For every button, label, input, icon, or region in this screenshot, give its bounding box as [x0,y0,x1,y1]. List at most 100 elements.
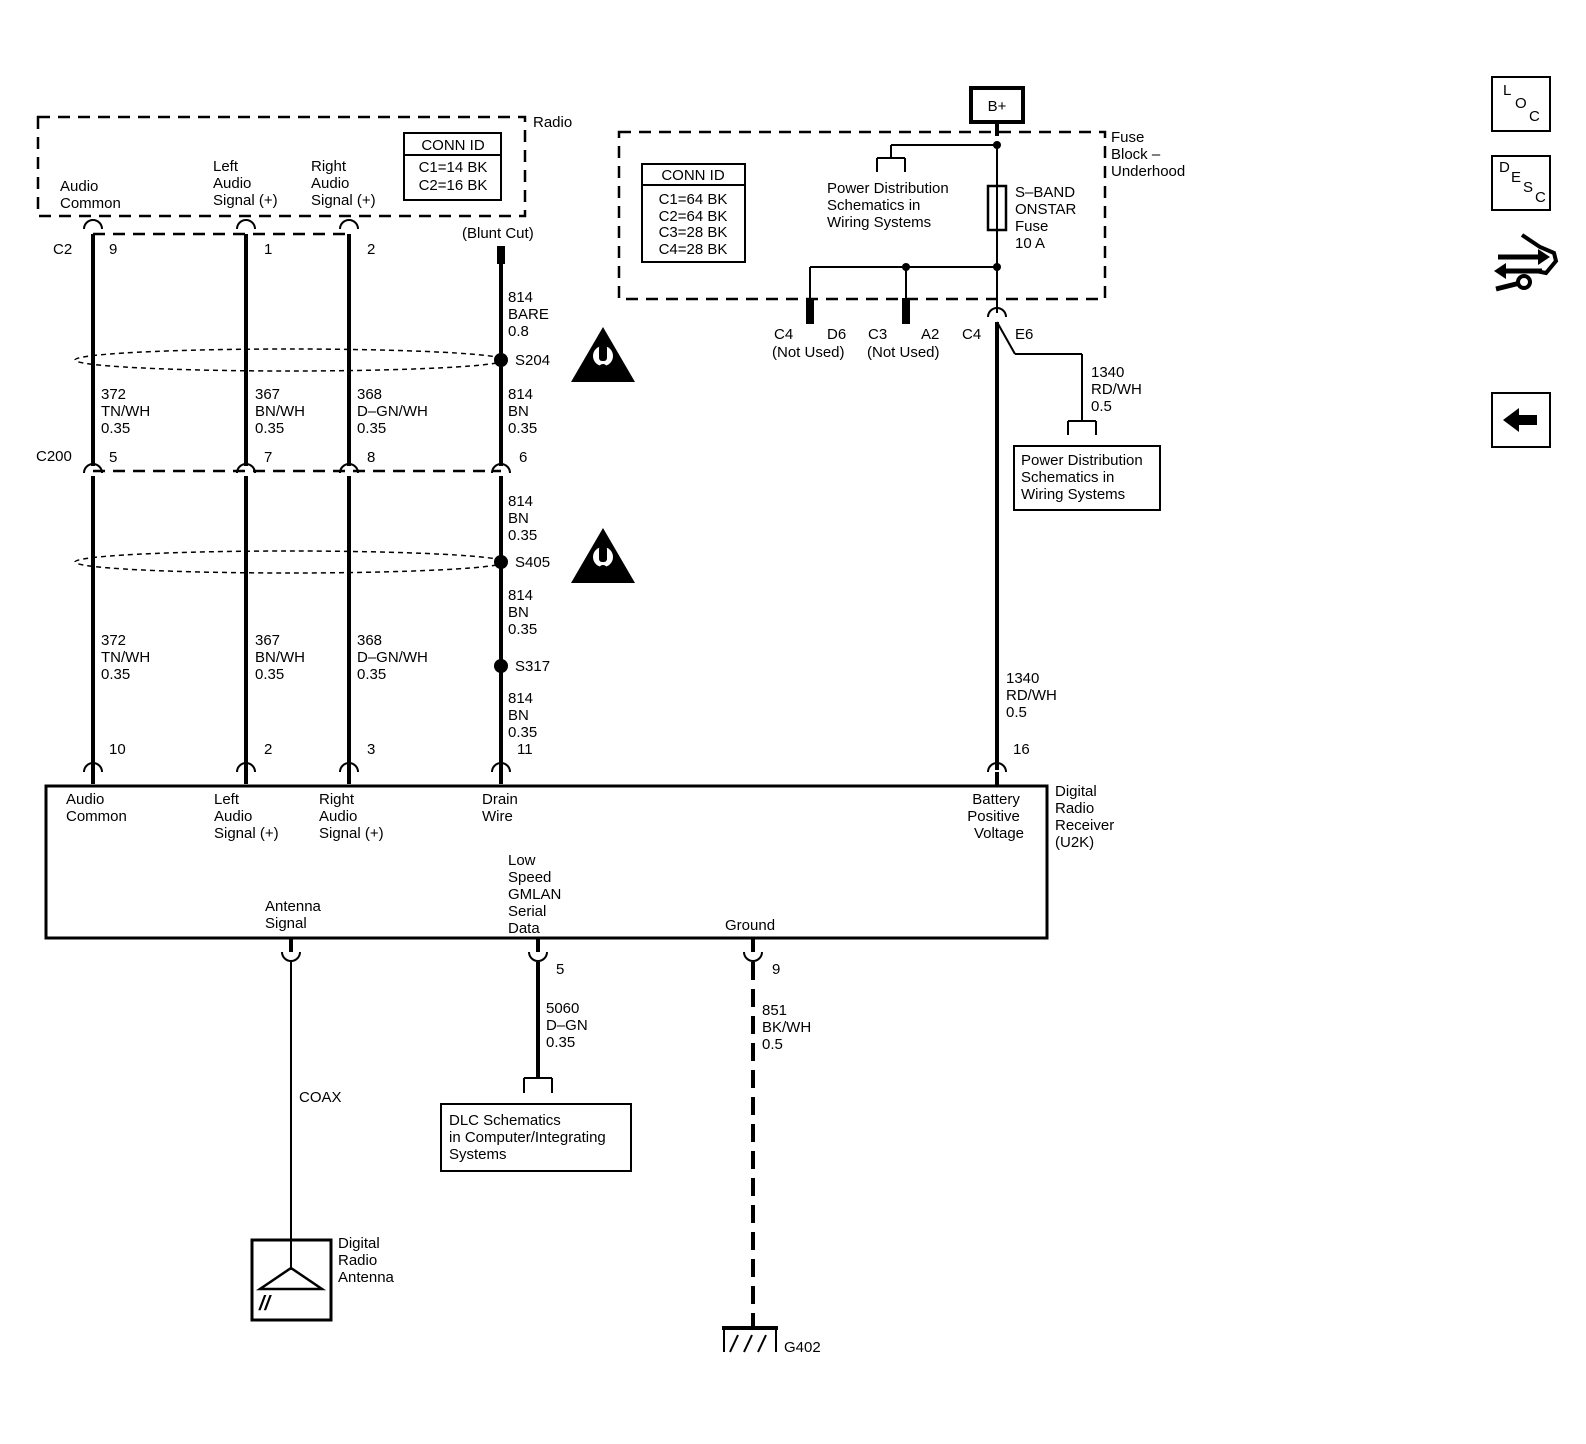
fuse-block-outline [617,130,1107,301]
wire-1340-main-label: 1340 RD/WH 0.5 [1006,670,1061,721]
receiver-label-battery: Battery Positive Voltage [967,791,1024,842]
radio-connector-c2: C2 [53,241,72,258]
loc-letter-l: L [1503,82,1512,99]
wire-372-upper-label: 372 TN/WH 0.35 [101,386,154,437]
c200-pin-8-terminal [339,463,359,474]
fuse-block-conn-id-box [641,163,746,263]
fuse-block-conn-c4: C4=28 BK [659,241,728,258]
receiver-label-ground: Ground [725,917,775,934]
digital-radio-antenna-label: Digital Radio Antenna [338,1235,395,1286]
wire-814-bare-label: 814 BARE 0.8 [508,289,553,340]
svg-text://: // [258,1293,273,1315]
receiver-pin-10-terminal [83,762,103,773]
loc-letter-o: O [1515,95,1527,112]
digital-radio-receiver-box [44,784,1049,940]
splice-s405-label: S405 [515,554,550,571]
radio-pin-9: 9 [109,241,117,258]
receiver-pin-9: 9 [772,961,780,978]
coax-label: COAX [299,1089,342,1106]
loc-letter-c: C [1529,108,1540,125]
radio-label: Radio [533,114,572,131]
receiver-label-right: Right Audio Signal (+) [319,791,384,842]
radio-conn-c2: C2=16 BK [419,177,488,194]
wire-368-upper-label: 368 D–GN/WH 0.35 [357,386,432,437]
wire-368-lower-label: 368 D–GN/WH 0.35 [357,632,432,683]
wire-851-label: 851 BK/WH 0.5 [762,1002,815,1053]
fuse-block-c4-e6-terminal [987,307,1007,318]
radio-pin-audio-common-label: Audio Common [60,178,121,212]
blunt-cut-end [497,246,505,264]
bplus-label: B+ [988,98,1007,115]
splice-s317 [494,659,508,673]
wire-814-lower-c-label: 814 BN 0.35 [508,690,537,741]
receiver-label-left: Left Audio Signal (+) [214,791,279,842]
radio-component-outline [36,115,527,218]
back-button[interactable] [1491,392,1551,448]
radio-pin-1-terminal [236,219,256,230]
ground-g402-icon [722,1326,778,1353]
receiver-pin-2: 2 [264,741,272,758]
desc-letter-c: C [1535,189,1546,206]
ground-g402-label: G402 [784,1339,821,1356]
fuse-block-conn-c1: C1=64 BK [659,191,728,208]
description-button[interactable]: D E S C [1491,155,1551,211]
fuse-block-c4-d6-stub [806,298,814,324]
fuse-block-c3-a2-stub [902,298,910,324]
receiver-antenna-terminal [281,951,301,962]
caution-triangle-icon [571,327,635,382]
wire-372-lower-label: 372 TN/WH 0.35 [101,632,154,683]
location-button[interactable]: L O C [1491,76,1551,132]
receiver-pin-3: 3 [367,741,375,758]
receiver-pin-11: 11 [517,741,533,758]
wire-5060-label: 5060 D–GN 0.35 [546,1000,592,1051]
wire-1340-branch-label: 1340 RD/WH 0.5 [1091,364,1146,415]
wire-367-lower-label: 367 BN/WH 0.35 [255,632,309,683]
wire-367-upper-label: 367 BN/WH 0.35 [255,386,309,437]
radio-pin-2: 2 [367,241,375,258]
power-distribution-ref-box [1013,445,1161,511]
radio-pin-9-terminal [83,219,103,230]
radio-conn-c1: C1=14 BK [419,159,488,176]
sband-onstar-fuse-label: S–BAND ONSTAR Fuse 10 A [1015,184,1081,252]
receiver-label-antenna: Antenna Signal [265,898,325,932]
back-arrow-icon [1503,408,1537,432]
schematic-flow-icon[interactable] [1492,231,1564,301]
shield-s204 [74,348,506,372]
splice-s204 [494,353,508,367]
desc-letter-e: E [1511,169,1522,186]
receiver-pin-11-terminal [491,762,511,773]
c200-label: C200 [36,448,72,465]
radio-conn-id-title: CONN ID [421,137,485,154]
receiver-pin-16: 16 [1013,741,1030,758]
c200-pin-8: 8 [367,449,375,466]
wire-814-lower-a-label: 814 BN 0.35 [508,493,537,544]
c200-pin-7-terminal [236,463,256,474]
c200-pin-6: 6 [519,449,527,466]
c200-pin-7: 7 [264,449,272,466]
fuse-block-c4-d6-label: C4 D6 (Not Used) [772,326,850,361]
receiver-pin-9-terminal [743,951,763,962]
fuse-block-conn-c3: C3=28 BK [659,224,728,241]
radio-pin-left-label: Left Audio Signal (+) [213,158,278,209]
receiver-label-gmlan: Low Speed GMLAN Serial Data [508,852,566,937]
c200-pin-5-terminal [83,463,103,474]
fuse-block-conn-c2: C2=64 BK [659,208,728,225]
receiver-label-audio-common: Audio Common [66,791,127,825]
dlc-schematics-ref-label: DLC Schematics in Computer/Integrating S… [449,1112,610,1163]
c200-pin-5: 5 [109,449,117,466]
receiver-pin-10: 10 [109,741,126,758]
radio-pin-1: 1 [264,241,272,258]
splice-s317-label: S317 [515,658,550,675]
desc-letter-d: D [1499,159,1510,176]
receiver-pin-5-terminal [528,951,548,962]
c200-pin-6-terminal [491,463,511,474]
desc-letter-s: S [1523,179,1534,196]
splice-s405 [494,555,508,569]
shield-s405 [74,550,506,574]
splice-s204-label: S204 [515,352,550,369]
receiver-pin-3-terminal [339,762,359,773]
receiver-pin-16-terminal [987,762,1007,773]
radio-pin-right-label: Right Audio Signal (+) [311,158,376,209]
receiver-pin-5: 5 [556,961,564,978]
